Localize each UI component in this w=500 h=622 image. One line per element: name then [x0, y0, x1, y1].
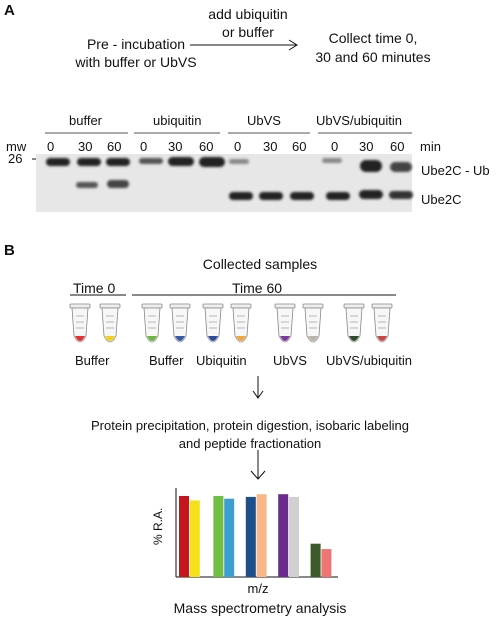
- sample-tube: [141, 303, 163, 343]
- gel-band: [359, 190, 383, 199]
- gel-band: [229, 192, 253, 200]
- gel-band: [360, 160, 382, 172]
- collected-samples-title: Collected samples: [202, 256, 318, 272]
- time-label: 30: [168, 139, 183, 154]
- sample-label: UbVS/ubiquitin: [326, 353, 412, 368]
- sample-tube: [99, 303, 121, 343]
- gel-band: [107, 180, 129, 188]
- sample-label: UbVS: [273, 353, 307, 368]
- gel-band: [46, 158, 70, 166]
- mw-value: 26: [8, 151, 23, 166]
- sample-tube: [343, 303, 365, 343]
- chart-bar: [310, 543, 321, 577]
- band-label-ube2c-ub: Ube2C - Ub: [421, 163, 490, 178]
- time-label: 60: [292, 139, 307, 154]
- time-label: 0: [234, 139, 242, 154]
- time-label: 30: [78, 139, 93, 154]
- gel-image: [36, 154, 413, 212]
- time-label: 0: [47, 139, 55, 154]
- band-label-ube2c: Ube2C: [421, 192, 462, 207]
- chart-bar: [289, 496, 299, 577]
- min-label: min: [420, 139, 441, 154]
- preincubation-subtext: with buffer or UbVS: [75, 54, 197, 70]
- gel-band: [199, 157, 225, 167]
- time-label: 60: [107, 139, 122, 154]
- preincubation-text: Pre - incubation: [86, 36, 186, 52]
- gel-band: [322, 158, 342, 163]
- arrow-label-bottom: or buffer: [222, 24, 274, 40]
- time60-label: Time 60: [232, 280, 283, 296]
- chart-bar: [321, 549, 332, 577]
- panel-b-label: B: [4, 242, 15, 259]
- mw-label: mw: [6, 139, 27, 154]
- time-label: 30: [263, 139, 278, 154]
- sample-tube: [302, 303, 324, 343]
- chart-bar: [213, 496, 224, 577]
- gel-band: [168, 157, 194, 166]
- sample-tube: [371, 303, 393, 343]
- collect-subtext: 30 and 60 minutes: [315, 49, 431, 65]
- chart-bar: [256, 494, 267, 577]
- sample-tube: [202, 303, 224, 343]
- time-label: 0: [140, 139, 148, 154]
- gel-band: [229, 159, 249, 164]
- gel-band: [106, 158, 130, 166]
- gel-band: [390, 162, 412, 172]
- chart-xlabel: m/z: [247, 581, 269, 596]
- gel-band: [389, 191, 413, 199]
- time0-label: Time 0: [73, 280, 116, 296]
- group-label-ubiquitin: ubiquitin: [153, 113, 202, 128]
- sample-tube: [69, 303, 91, 343]
- sample-label: Buffer: [75, 353, 110, 368]
- group-label-ubvs-ubiquitin: UbVS/ubiquitin: [316, 113, 402, 128]
- group-label-ubvs: UbVS: [247, 113, 281, 128]
- time-label: 60: [390, 139, 405, 154]
- panel-a-label: A: [4, 2, 15, 19]
- gel-band: [290, 192, 314, 200]
- processing-step-line1: Protein precipitation, protein digestion…: [91, 418, 409, 433]
- gel-band: [259, 192, 283, 200]
- time-label: 60: [199, 139, 214, 154]
- sample-label: Ubiquitin: [196, 353, 247, 368]
- gel-band: [326, 192, 350, 200]
- chart-caption: Mass spectrometry analysis: [173, 600, 347, 616]
- group-label-buffer: buffer: [69, 113, 103, 128]
- chart-bar: [189, 500, 200, 577]
- collect-text: Collect time 0,: [328, 30, 418, 46]
- gel-band: [77, 158, 101, 166]
- chart-bar: [179, 496, 189, 577]
- sample-label: Buffer: [149, 353, 184, 368]
- chart-ylabel: % R.A.: [151, 507, 165, 545]
- arrow-label-top: add ubiquitin: [208, 6, 288, 22]
- chart-bar: [224, 498, 235, 577]
- sample-tube: [230, 303, 252, 343]
- gel-band: [139, 158, 163, 164]
- chart-bar: [278, 494, 289, 577]
- processing-step-line2: and peptide fractionation: [178, 436, 322, 451]
- time-label: 30: [359, 139, 374, 154]
- time-label: 0: [331, 139, 339, 154]
- sample-tube: [274, 303, 296, 343]
- sample-tube: [169, 303, 191, 343]
- chart-bar: [245, 496, 256, 577]
- gel-band: [76, 182, 98, 188]
